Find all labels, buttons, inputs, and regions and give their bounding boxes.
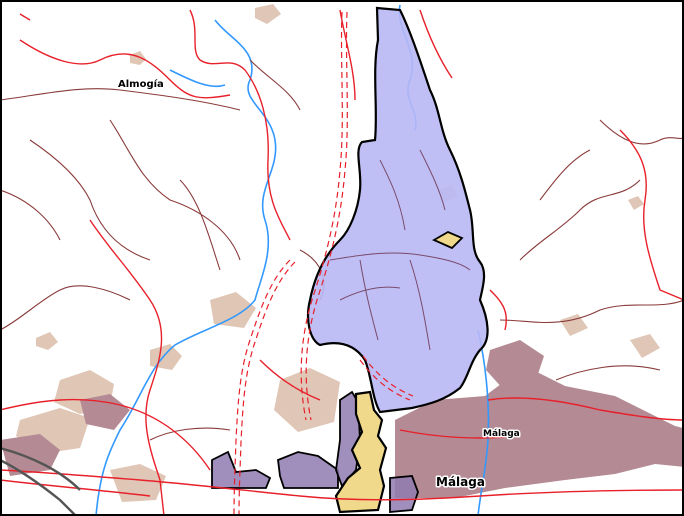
main-roads: [0, 9, 684, 516]
lower-protected-areas[interactable]: [211, 390, 419, 513]
small-enclave: [432, 230, 464, 250]
urban-dense: [0, 340, 684, 498]
secondary-roads: [0, 59, 684, 441]
label-almogia: Almogía: [118, 78, 164, 90]
protected-area[interactable]: [306, 6, 489, 414]
highlight-area[interactable]: [334, 390, 388, 514]
streams: [329, 149, 471, 351]
planned-roads: [233, 11, 414, 516]
railway: [0, 446, 81, 516]
label-malaga-district: Málaga: [483, 429, 520, 439]
label-malaga-city: Málaga: [436, 475, 485, 489]
